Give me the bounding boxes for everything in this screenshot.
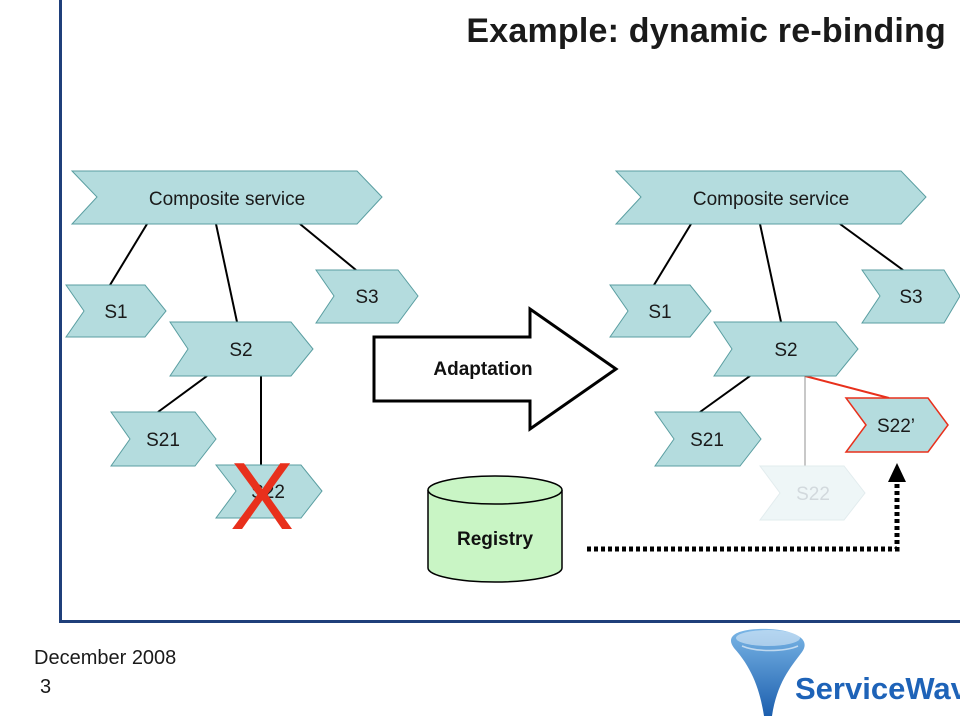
right-s3-label: S3 — [899, 287, 922, 308]
slide-frame-bottom — [59, 620, 960, 623]
right-s22-old-node: S22 — [759, 465, 866, 521]
registry-cylinder: Registry — [427, 475, 563, 583]
adaptation-arrow: Adaptation — [372, 306, 619, 432]
left-s2-node: S2 — [169, 321, 314, 377]
page-number: 3 — [40, 676, 52, 698]
right-composite-service-label: Composite service — [693, 189, 849, 210]
right-s1-node: S1 — [609, 284, 712, 338]
right-s2-node: S2 — [713, 321, 859, 377]
left-s22-node: S22 — [214, 464, 323, 519]
left-s3-node: S3 — [315, 269, 419, 324]
right-s22-new-node: S22’ — [844, 397, 949, 453]
slide-title: Example: dynamic re-binding — [466, 12, 946, 50]
right-s1-label: S1 — [648, 302, 671, 323]
left-s1-label: S1 — [104, 302, 127, 323]
left-s1-node: S1 — [65, 284, 167, 338]
rebinding-arrowhead — [888, 463, 906, 482]
right-s21-label: S21 — [690, 430, 724, 451]
left-s22-label: S22 — [251, 482, 285, 503]
footer-date: December 2008 — [34, 647, 177, 669]
failure-x-mark: X — [230, 443, 294, 550]
left-s21-label: S21 — [146, 430, 180, 451]
right-s21-node: S21 — [654, 411, 762, 467]
rebinding-dotted-connector — [587, 463, 906, 552]
right-s3-node: S3 — [861, 269, 960, 324]
servicewave-logo-text: ServiceWave — [795, 671, 960, 706]
left-tree-connectors — [109, 223, 357, 465]
funnel-logo-icon — [730, 628, 805, 716]
servicewave-logo: ServiceWave — [730, 628, 960, 716]
slide-frame-left — [59, 0, 62, 622]
right-s22-new-label: S22’ — [877, 416, 915, 437]
right-composite-service-node: Composite service — [614, 170, 927, 225]
right-tree-connectors — [653, 223, 904, 466]
left-composite-service-node: Composite service — [70, 170, 383, 225]
right-s2-label: S2 — [774, 340, 797, 361]
left-s3-label: S3 — [355, 287, 378, 308]
right-s22-old-label: S22 — [796, 484, 830, 505]
registry-label: Registry — [457, 529, 533, 550]
left-s21-node: S21 — [110, 411, 217, 467]
left-composite-service-label: Composite service — [149, 189, 305, 210]
left-s2-label: S2 — [229, 340, 252, 361]
adaptation-label: Adaptation — [433, 359, 532, 380]
